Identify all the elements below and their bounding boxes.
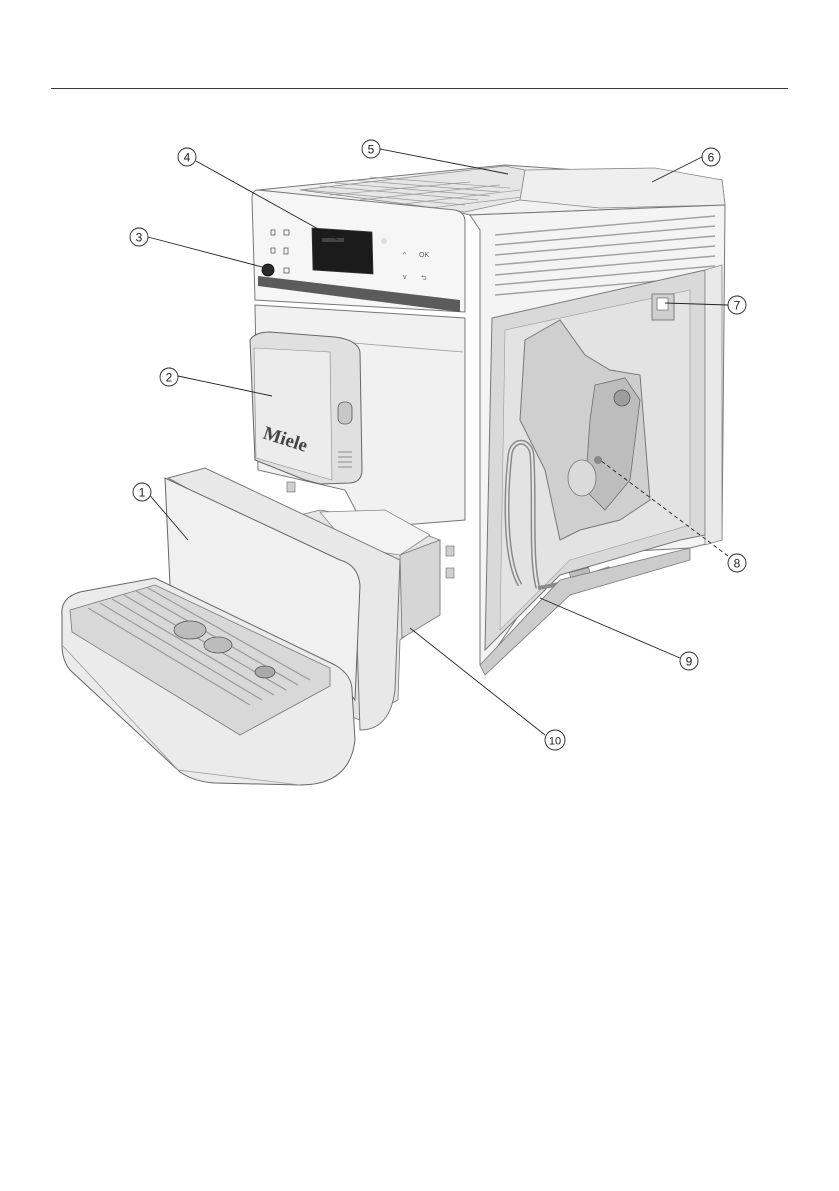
down-button: v: [403, 274, 407, 281]
callout-label: 1: [139, 486, 146, 500]
callout-1: 1: [133, 483, 151, 501]
back-button: ⮌: [421, 274, 427, 282]
callout-5: 5: [362, 140, 380, 158]
dispensing-spout: Miele: [250, 332, 362, 484]
callout-label: 3: [136, 231, 143, 245]
callout-label: 10: [549, 736, 561, 748]
callout-8: 8: [728, 554, 746, 572]
callout-label: 8: [734, 557, 741, 571]
callout-10: 10: [545, 730, 565, 750]
callout-2: 2: [160, 368, 178, 386]
callout-label: 4: [184, 151, 191, 165]
callout-label: 6: [708, 151, 715, 165]
ok-button: OK: [419, 252, 429, 259]
callout-7: 7: [728, 296, 746, 314]
callout-label: 5: [368, 143, 375, 157]
callout-4: 4: [178, 148, 196, 166]
callout-label: 2: [166, 371, 173, 385]
callout-9: 9: [680, 652, 698, 670]
callout-3: 3: [130, 228, 148, 246]
callout-label: 9: [686, 655, 693, 669]
callout-label: 7: [734, 299, 741, 313]
callout-6: 6: [702, 148, 720, 166]
